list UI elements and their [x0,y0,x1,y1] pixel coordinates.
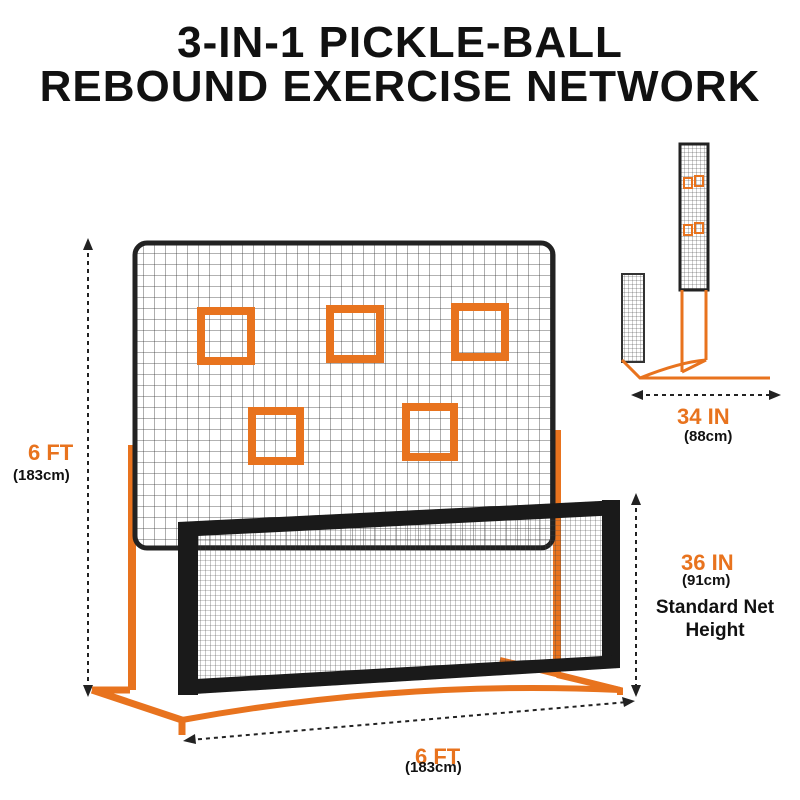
side-view-illustration [620,142,770,380]
target-square [248,407,304,465]
depth-dimension-line [631,390,781,400]
height-dimension-line [83,238,93,697]
net-height-sub-label: (91cm) [682,572,731,589]
rebounder-net [132,240,556,551]
target-square [197,307,255,365]
net-height-note-line-1: Standard Net [655,597,775,618]
title-line-1: 3-IN-1 PICKLE-BALL [177,18,623,67]
height-label: 6 FT [28,440,74,465]
target-square [451,303,509,361]
net-height-note-line-2: Height [685,620,745,641]
depth-label: 34 IN [677,404,730,429]
net-height-note: Standard Net Height [640,596,790,642]
height-sub-label: (183cm) [13,467,70,484]
width-label: 6 FT [415,744,461,769]
target-square [402,403,458,461]
depth-sub-label: (88cm) [684,428,733,445]
title-line-2: REBOUND EXERCISE NETWORK [39,62,761,111]
net-height-dimension-line [631,493,641,697]
pickleball-net [178,500,620,695]
width-sub-label: (183cm) [405,759,462,776]
width-dimension-line [183,697,635,744]
target-square [326,305,384,363]
net-height-label: 36 IN [681,550,734,575]
